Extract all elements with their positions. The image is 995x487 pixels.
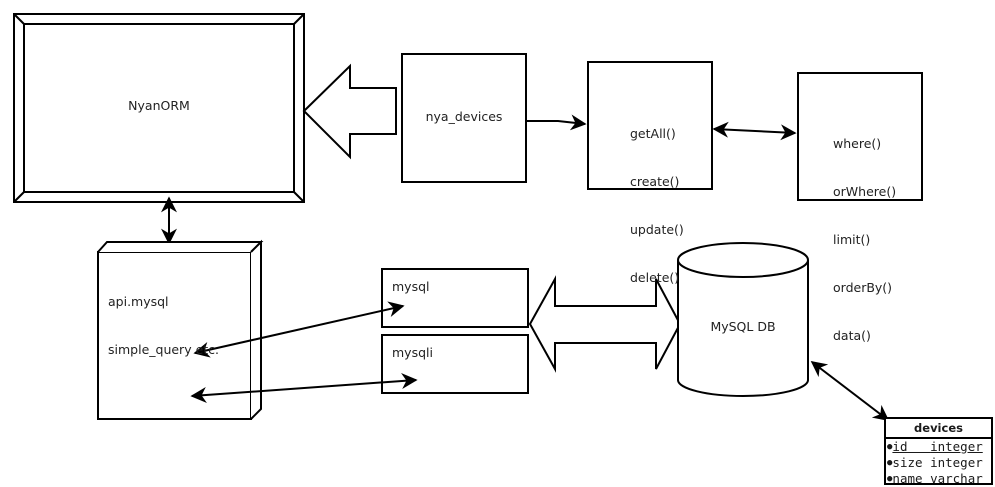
simple-query-line: simple_query etc. bbox=[108, 342, 220, 357]
nya-devices-label: nya_devices bbox=[425, 109, 503, 124]
mysql-db-cylinder[interactable] bbox=[677, 242, 809, 397]
query-builder-methods-list: where() orWhere() limit() orderBy() data… bbox=[833, 104, 896, 360]
mysqli-box[interactable] bbox=[381, 334, 529, 394]
nyanorm-label: NyanORM bbox=[128, 98, 190, 113]
mysql-box[interactable] bbox=[381, 268, 529, 328]
api-mysql-text: api.mysql simple_query etc. bbox=[108, 262, 219, 374]
method-orwhere: orWhere() bbox=[833, 184, 897, 199]
arrow-crud-query-builder bbox=[712, 121, 797, 141]
method-create: create() bbox=[630, 174, 680, 189]
bullet-icon: ● bbox=[887, 442, 893, 452]
crud-methods-list: getAll() create() update() delete() bbox=[630, 94, 684, 302]
mysql-db-label: MySQL DB bbox=[710, 319, 776, 334]
column-id-def: id integer bbox=[892, 439, 982, 454]
column-type: integer bbox=[930, 439, 983, 454]
block-arrow-to-nyanorm bbox=[302, 63, 397, 160]
nya-devices-box[interactable] bbox=[401, 53, 527, 183]
method-data: data() bbox=[833, 328, 871, 343]
column-id: ●id integer bbox=[886, 439, 991, 455]
column-type: integer bbox=[930, 455, 983, 470]
arrow-nya-devices-to-crud bbox=[526, 114, 587, 131]
bullet-icon: ● bbox=[887, 474, 893, 484]
method-delete: delete() bbox=[630, 270, 680, 285]
method-orderby: orderBy() bbox=[833, 280, 893, 295]
arrow-api-mysql-mysqli bbox=[190, 373, 418, 403]
mysqli-label: mysqli bbox=[392, 345, 433, 360]
api-mysql-line: api.mysql bbox=[108, 294, 169, 309]
method-update: update() bbox=[630, 222, 684, 237]
column-name-row: ●name varchar bbox=[886, 471, 991, 487]
column-name: id bbox=[892, 439, 908, 454]
crud-methods-box[interactable] bbox=[587, 61, 713, 190]
method-limit: limit() bbox=[833, 232, 871, 247]
arrow-api-mysql-mysql bbox=[193, 301, 405, 358]
column-name: name bbox=[892, 471, 923, 486]
devices-table[interactable]: devices ●id integer ●size integer ●name … bbox=[884, 417, 993, 487]
query-builder-box[interactable] bbox=[797, 72, 923, 201]
mysql-label: mysql bbox=[392, 279, 430, 294]
bullet-icon: ● bbox=[887, 458, 893, 468]
arrow-mysql-db-devices bbox=[810, 361, 890, 421]
nyanorm-frame[interactable] bbox=[13, 13, 305, 203]
method-getall: getAll() bbox=[630, 126, 676, 141]
column-size: ●size integer bbox=[886, 455, 991, 471]
column-type: varchar bbox=[930, 471, 983, 486]
column-name: size bbox=[892, 455, 923, 470]
method-where: where() bbox=[833, 136, 882, 151]
devices-table-title: devices bbox=[886, 419, 991, 439]
